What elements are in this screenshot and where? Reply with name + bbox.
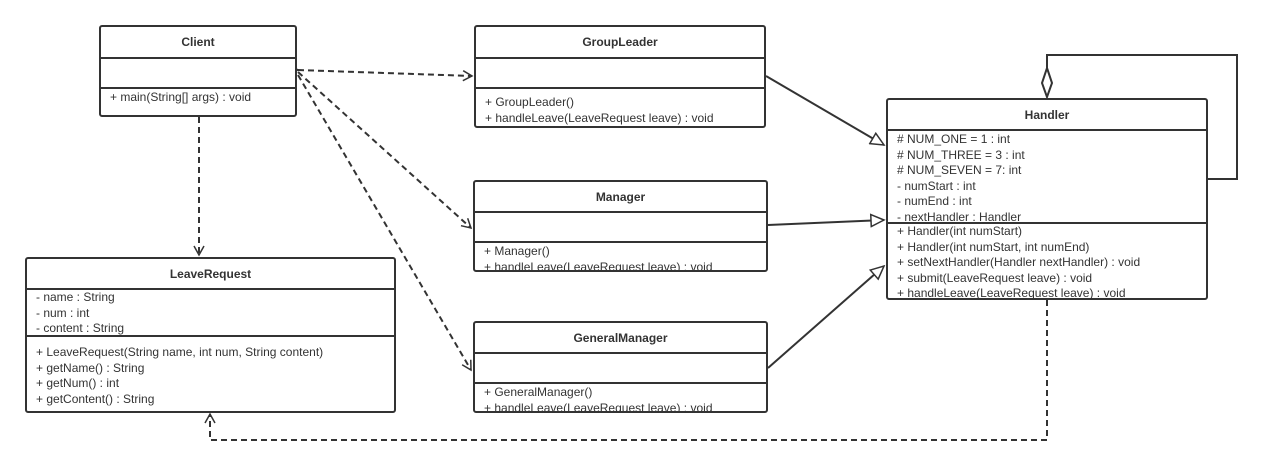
operation: + main(String[] args) : void: [110, 90, 252, 104]
attribute: - num : int: [36, 305, 90, 320]
class-name: LeaveRequest: [27, 259, 394, 290]
gen-manager-handler: [767, 220, 884, 225]
attribute: # NUM_ONE = 1 : int: [897, 132, 1011, 146]
operations-section: + Handler(int numStart) + Handler(int nu…: [888, 224, 1206, 298]
dep-client-generalmanager: [297, 74, 472, 372]
operations-section: + LeaveRequest(String name, int num, Str…: [27, 337, 394, 407]
attributes-section: # NUM_ONE = 1 : int # NUM_THREE = 3 : in…: [888, 131, 1206, 224]
operations-section: + GeneralManager()+ handleLeave(LeaveReq…: [475, 384, 766, 411]
dep-client-manager: [297, 71, 473, 230]
operation: + handleLeave(LeaveRequest leave) : void: [485, 110, 714, 125]
operations-section: + main(String[] args) : void: [101, 89, 295, 106]
operation: + Handler(int numStart): [897, 224, 1023, 238]
operation: + Handler(int numStart, int numEnd): [897, 239, 1090, 254]
class-name: GroupLeader: [476, 27, 764, 59]
attribute: - nextHandler : Handler: [897, 209, 1022, 224]
class-name: Client: [101, 27, 295, 59]
class-leaverequest[interactable]: LeaveRequest - name : String - num : int…: [25, 257, 396, 413]
operation: + submit(LeaveRequest leave) : void: [897, 270, 1093, 285]
operation: + getName() : String: [36, 360, 145, 375]
attributes-section: [475, 213, 766, 243]
operation: + handleLeave(LeaveRequest leave) : void: [484, 259, 713, 270]
attribute: # NUM_THREE = 3 : int: [897, 147, 1025, 162]
class-name: GeneralManager: [475, 323, 766, 354]
attributes-section: [476, 59, 764, 89]
gen-generalmanager-handler: [767, 266, 884, 369]
attribute: - numStart : int: [897, 178, 976, 193]
attributes-section: [101, 59, 295, 89]
operation: + getNum() : int: [36, 376, 120, 391]
attributes-section: [475, 354, 766, 384]
operation: + Manager(): [484, 244, 550, 258]
attributes-section: - name : String - num : int - content : …: [27, 290, 394, 337]
attribute: - content : String: [36, 321, 125, 336]
gen-groupleader-handler: [765, 75, 884, 145]
class-name: Handler: [888, 100, 1206, 131]
attribute: - name : String: [36, 290, 115, 304]
class-groupleader[interactable]: GroupLeader + GroupLeader()+ handleLeave…: [474, 25, 766, 128]
aggregation-diamond-icon: [1040, 64, 1054, 100]
agg-handler-self: [1046, 54, 1238, 180]
class-handler[interactable]: Handler # NUM_ONE = 1 : int # NUM_THREE …: [886, 98, 1208, 300]
dep-handler-leaverequest: [204, 300, 1048, 441]
attribute: # NUM_SEVEN = 7: int: [897, 163, 1022, 178]
operations-section: + GroupLeader()+ handleLeave(LeaveReques…: [476, 89, 764, 126]
class-generalmanager[interactable]: GeneralManager + GeneralManager()+ handl…: [473, 321, 768, 413]
operation: + handleLeave(LeaveRequest leave) : void: [484, 400, 713, 411]
operation: + getContent() : String: [36, 391, 155, 406]
operation: + handleLeave(LeaveRequest leave) : void: [897, 286, 1126, 298]
class-manager[interactable]: Manager + Manager()+ handleLeave(LeaveRe…: [473, 180, 768, 272]
class-client[interactable]: Client + main(String[] args) : void: [99, 25, 297, 117]
class-name: Manager: [475, 182, 766, 213]
operations-section: + Manager()+ handleLeave(LeaveRequest le…: [475, 243, 766, 270]
operation: + LeaveRequest(String name, int num, Str…: [36, 345, 324, 359]
dep-client-groupleader: [288, 64, 474, 82]
operation: + setNextHandler(Handler nextHandler) : …: [897, 255, 1141, 270]
operation: + GroupLeader(): [485, 95, 575, 109]
attribute: - numEnd : int: [897, 194, 972, 209]
operation: + GeneralManager(): [484, 385, 593, 399]
